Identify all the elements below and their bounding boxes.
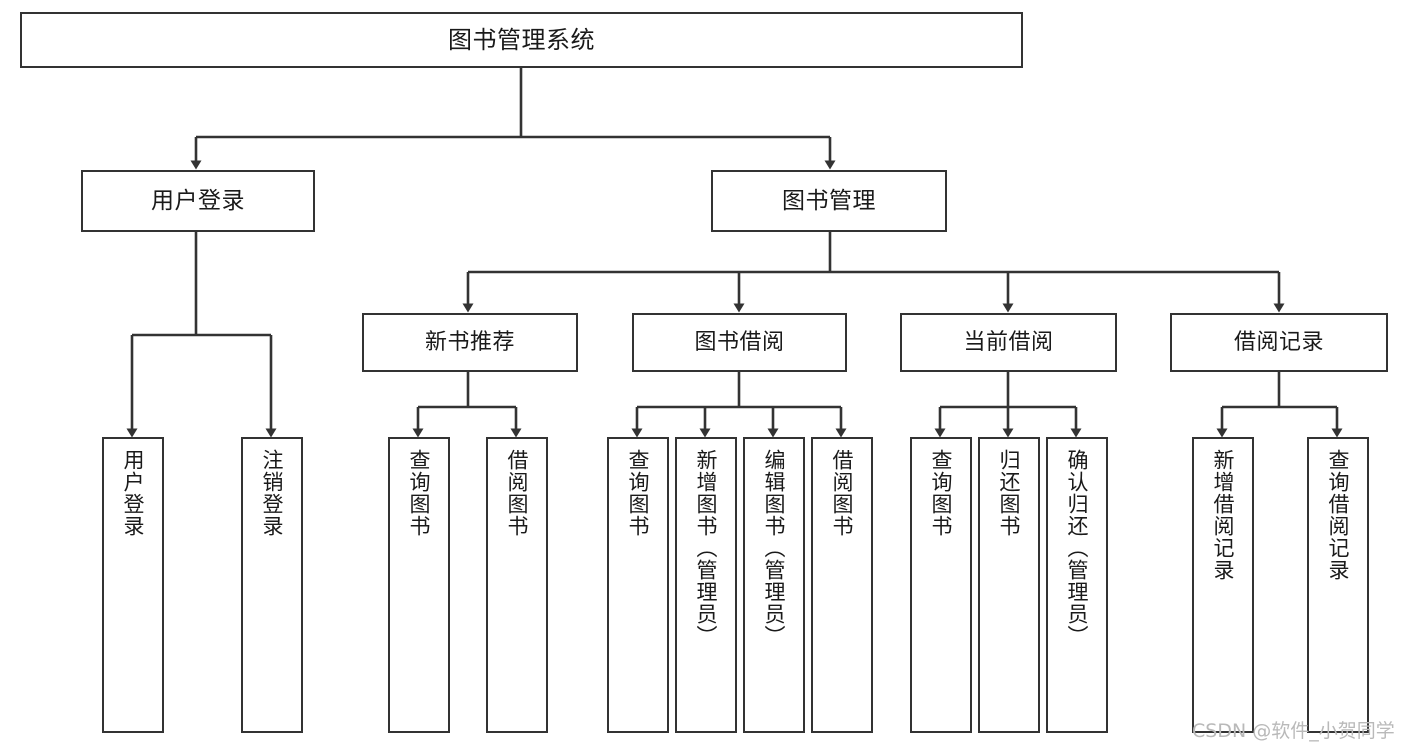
leaf-return-book[interactable]: 归还图书: [978, 437, 1040, 733]
leaf-edit-book-label: 编辑图书（管理员）: [762, 449, 787, 647]
csdn-watermark: CSDN @软件_小贺同学: [1192, 720, 1395, 742]
leaf-borrow-book-2[interactable]: 借阅图书: [811, 437, 873, 733]
leaf-borrow-book-2-label: 借阅图书: [830, 449, 855, 537]
node-book-manage-label: 图书管理: [782, 187, 876, 214]
leaf-user-login[interactable]: 用户登录: [102, 437, 164, 733]
node-user-login[interactable]: 用户登录: [81, 170, 315, 232]
node-book-borrow-label: 图书借阅: [694, 329, 785, 355]
leaf-confirm-return[interactable]: 确认归还（管理员）: [1046, 437, 1108, 733]
leaf-query-book-1[interactable]: 查询图书: [388, 437, 450, 733]
node-borrow-record-label: 借阅记录: [1233, 329, 1324, 355]
leaf-query-book-3-label: 查询图书: [929, 449, 954, 537]
node-root[interactable]: 图书管理系统: [20, 12, 1023, 68]
node-new-book-recommend-label: 新书推荐: [424, 329, 515, 355]
node-user-login-label: 用户登录: [151, 187, 245, 214]
leaf-borrow-book-1[interactable]: 借阅图书: [486, 437, 548, 733]
leaf-confirm-return-label: 确认归还（管理员）: [1065, 449, 1090, 647]
leaf-query-book-2[interactable]: 查询图书: [607, 437, 669, 733]
leaf-add-record[interactable]: 新增借阅记录: [1192, 437, 1254, 733]
leaf-edit-book[interactable]: 编辑图书（管理员）: [743, 437, 805, 733]
leaf-query-book-2-label: 查询图书: [626, 449, 651, 537]
node-new-book-recommend[interactable]: 新书推荐: [362, 313, 578, 372]
leaf-add-record-label: 新增借阅记录: [1211, 449, 1236, 581]
leaf-borrow-book-1-label: 借阅图书: [505, 449, 530, 537]
leaf-add-book[interactable]: 新增图书（管理员）: [675, 437, 737, 733]
node-borrow-record[interactable]: 借阅记录: [1170, 313, 1388, 372]
leaf-user-login-label: 用户登录: [121, 449, 146, 537]
leaf-query-book-1-label: 查询图书: [407, 449, 432, 537]
leaf-query-book-3[interactable]: 查询图书: [910, 437, 972, 733]
leaf-query-record-label: 查询借阅记录: [1326, 449, 1351, 581]
leaf-user-logout[interactable]: 注销登录: [241, 437, 303, 733]
node-book-manage[interactable]: 图书管理: [711, 170, 947, 232]
node-book-borrow[interactable]: 图书借阅: [632, 313, 847, 372]
node-current-borrow-label: 当前借阅: [963, 329, 1054, 355]
leaf-query-record[interactable]: 查询借阅记录: [1307, 437, 1369, 733]
leaf-add-book-label: 新增图书（管理员）: [694, 449, 719, 647]
leaf-user-logout-label: 注销登录: [260, 449, 285, 537]
node-root-label: 图书管理系统: [448, 26, 595, 54]
node-current-borrow[interactable]: 当前借阅: [900, 313, 1117, 372]
leaf-return-book-label: 归还图书: [997, 449, 1022, 537]
